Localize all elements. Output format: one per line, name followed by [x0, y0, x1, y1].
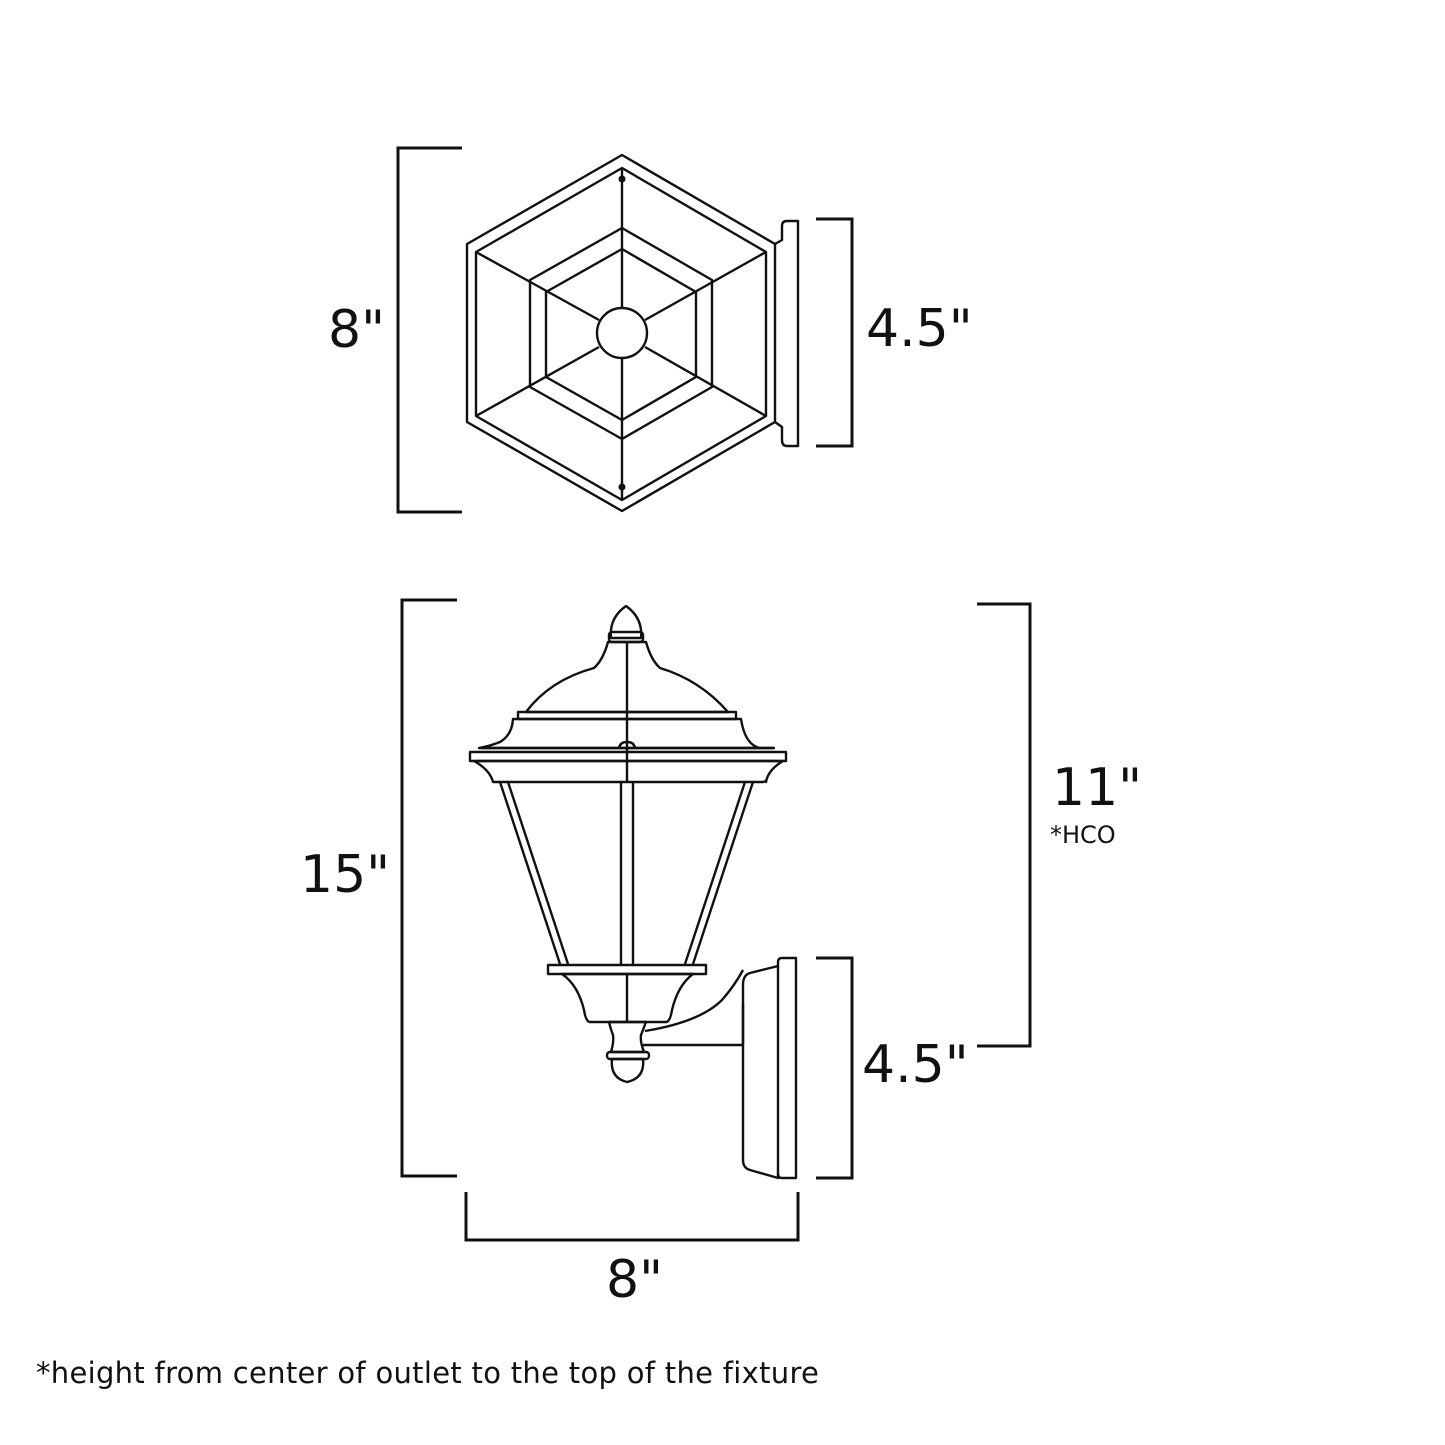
side-width-label: 8" [606, 1250, 663, 1310]
side-backplate-bracket [816, 956, 854, 1180]
side-height-bracket [400, 598, 457, 1178]
side-height-label: 15" [300, 845, 390, 905]
hexagon-top-plan [465, 153, 777, 513]
hco-label: 11" [1052, 758, 1142, 818]
hco-bracket [977, 602, 1032, 1048]
top-height-label: 8" [328, 300, 385, 360]
top-backplate [774, 219, 800, 448]
lantern-side-elevation [468, 604, 798, 1180]
footnote: *height from center of outlet to the top… [36, 1356, 820, 1390]
side-view: 15" 11" *HCO 4.5" 8" [300, 598, 1142, 1310]
side-width-bracket [464, 1192, 800, 1242]
top-height-bracket [396, 146, 462, 514]
hco-note: *HCO [1050, 821, 1116, 849]
top-view: 8" 4.5" [328, 146, 973, 514]
center-finial-circle [595, 306, 649, 360]
side-backplate-label: 4.5" [862, 1035, 969, 1095]
top-backplate-bracket [816, 217, 854, 448]
top-backplate-label: 4.5" [866, 299, 973, 359]
